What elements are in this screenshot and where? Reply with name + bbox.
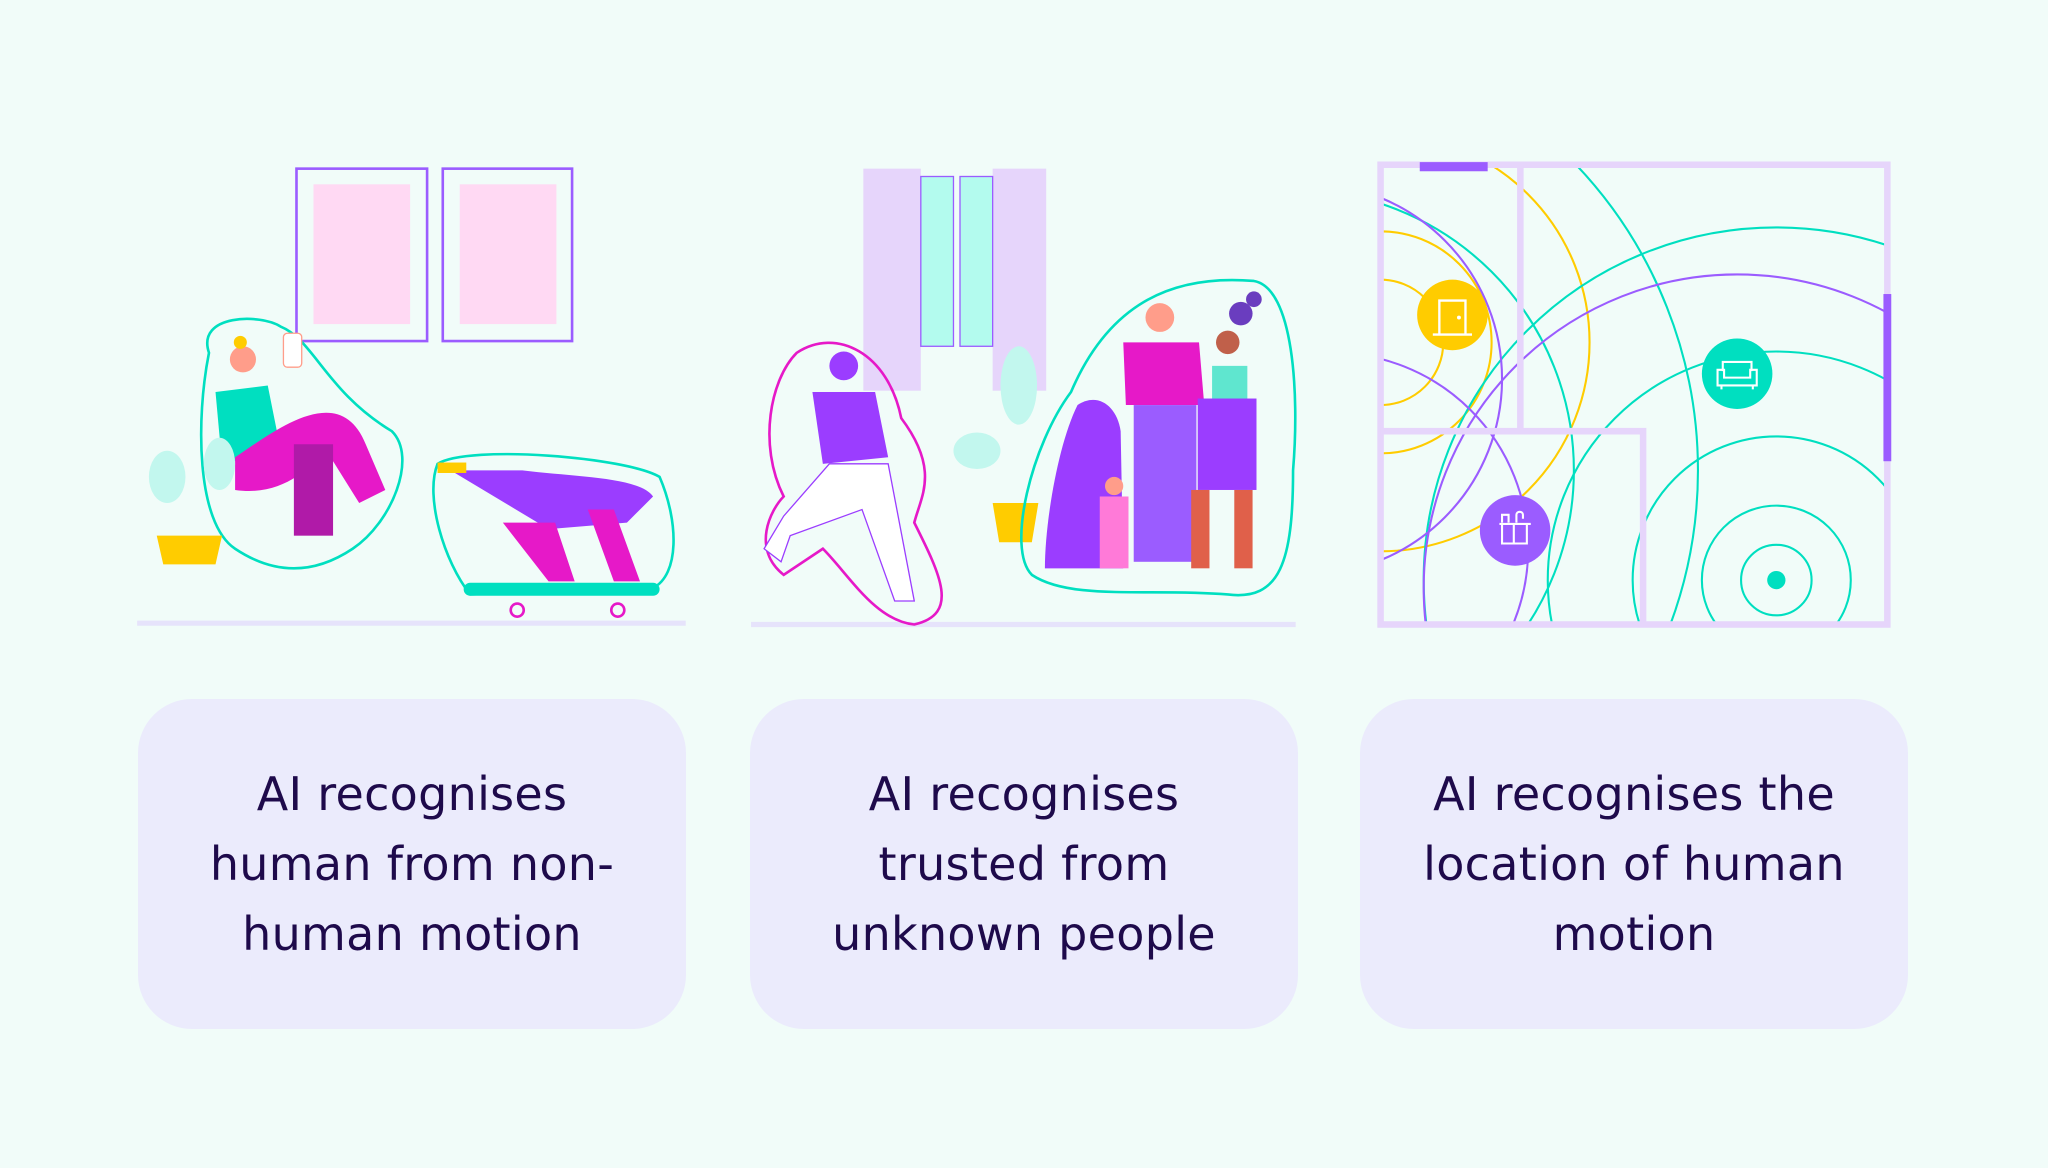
- dog-motion-outline: [432, 452, 675, 596]
- door-marker: [1419, 162, 1488, 172]
- window-pane: [959, 175, 994, 347]
- stranger-torso: [812, 392, 889, 464]
- family-motion-outline: [1020, 278, 1297, 597]
- skateboard-wheel: [609, 602, 626, 618]
- signal-ring: [1380, 164, 1591, 553]
- inner-wall: [1380, 164, 1647, 625]
- feature-card-text: AI recognises the location of human moti…: [1423, 767, 1845, 961]
- feature-card-human-vs-nonhuman: AI recognises human from non-human motio…: [138, 699, 686, 1029]
- signal-ring: [1380, 196, 1504, 562]
- person-legs: [1197, 398, 1257, 490]
- person-hair: [1246, 291, 1262, 308]
- plant-leaf: [953, 432, 1001, 470]
- stranger-legs: [763, 463, 916, 602]
- door-marker: [1883, 294, 1892, 462]
- chair: [293, 444, 334, 536]
- illustration-human-vs-pet: [137, 167, 686, 626]
- curtain-left: [863, 168, 921, 391]
- motion-source-dot: [1767, 570, 1786, 590]
- dog-legs: [502, 509, 640, 582]
- window-frame: [295, 167, 429, 343]
- skateboard: [463, 582, 660, 596]
- illustration-floor-plan: [1377, 161, 1892, 628]
- feature-card-motion-location: AI recognises the location of human moti…: [1360, 699, 1908, 1029]
- plant-pot: [156, 535, 223, 565]
- window-frame: [441, 167, 574, 343]
- feature-card-text: AI recognises human from non-human motio…: [209, 767, 615, 961]
- plant-leaf: [148, 450, 186, 504]
- child-body: [1099, 496, 1129, 569]
- signal-ring: [1546, 350, 1888, 625]
- stranger-motion-outline: [764, 341, 943, 626]
- person-leg: [1191, 489, 1210, 569]
- person-torso: [1123, 342, 1205, 406]
- plant-leaf: [203, 437, 236, 490]
- phone: [282, 332, 303, 368]
- signal-ring: [1380, 230, 1493, 455]
- person-head: [1216, 330, 1240, 355]
- dog-body: [450, 470, 654, 530]
- sofa-icon: [1701, 338, 1773, 409]
- window-pane: [313, 184, 411, 325]
- plant-leaf: [1000, 346, 1038, 425]
- plant-pot: [992, 503, 1039, 543]
- signal-ring: [1740, 543, 1813, 617]
- signal-ring: [1631, 435, 1888, 625]
- signal-ring: [1422, 273, 1888, 625]
- signal-ring: [1380, 202, 1575, 625]
- signal-ring: [1700, 504, 1852, 625]
- child-head: [1104, 476, 1124, 496]
- illustration-trusted-vs-unknown: [751, 168, 1297, 628]
- person-leg: [1234, 489, 1253, 569]
- window-pane: [920, 175, 955, 347]
- door-icon: [1417, 279, 1488, 351]
- person-head: [1145, 303, 1175, 332]
- person-legs: [1133, 405, 1197, 562]
- person-hair: [233, 335, 247, 349]
- dog-glasses: [437, 462, 467, 473]
- kitchen-icon: [1479, 495, 1551, 566]
- stranger-head: [829, 351, 859, 381]
- feature-card-text: AI recognises trusted from unknown peopl…: [832, 767, 1216, 961]
- person-motion-outline: [199, 317, 404, 570]
- skateboard-wheel: [509, 602, 526, 618]
- signal-ring: [1574, 164, 1699, 625]
- window-pane: [459, 184, 557, 325]
- person-head: [229, 346, 256, 373]
- feature-card-trusted-vs-unknown: AI recognises trusted from unknown peopl…: [750, 699, 1298, 1029]
- person-hair: [1229, 301, 1253, 326]
